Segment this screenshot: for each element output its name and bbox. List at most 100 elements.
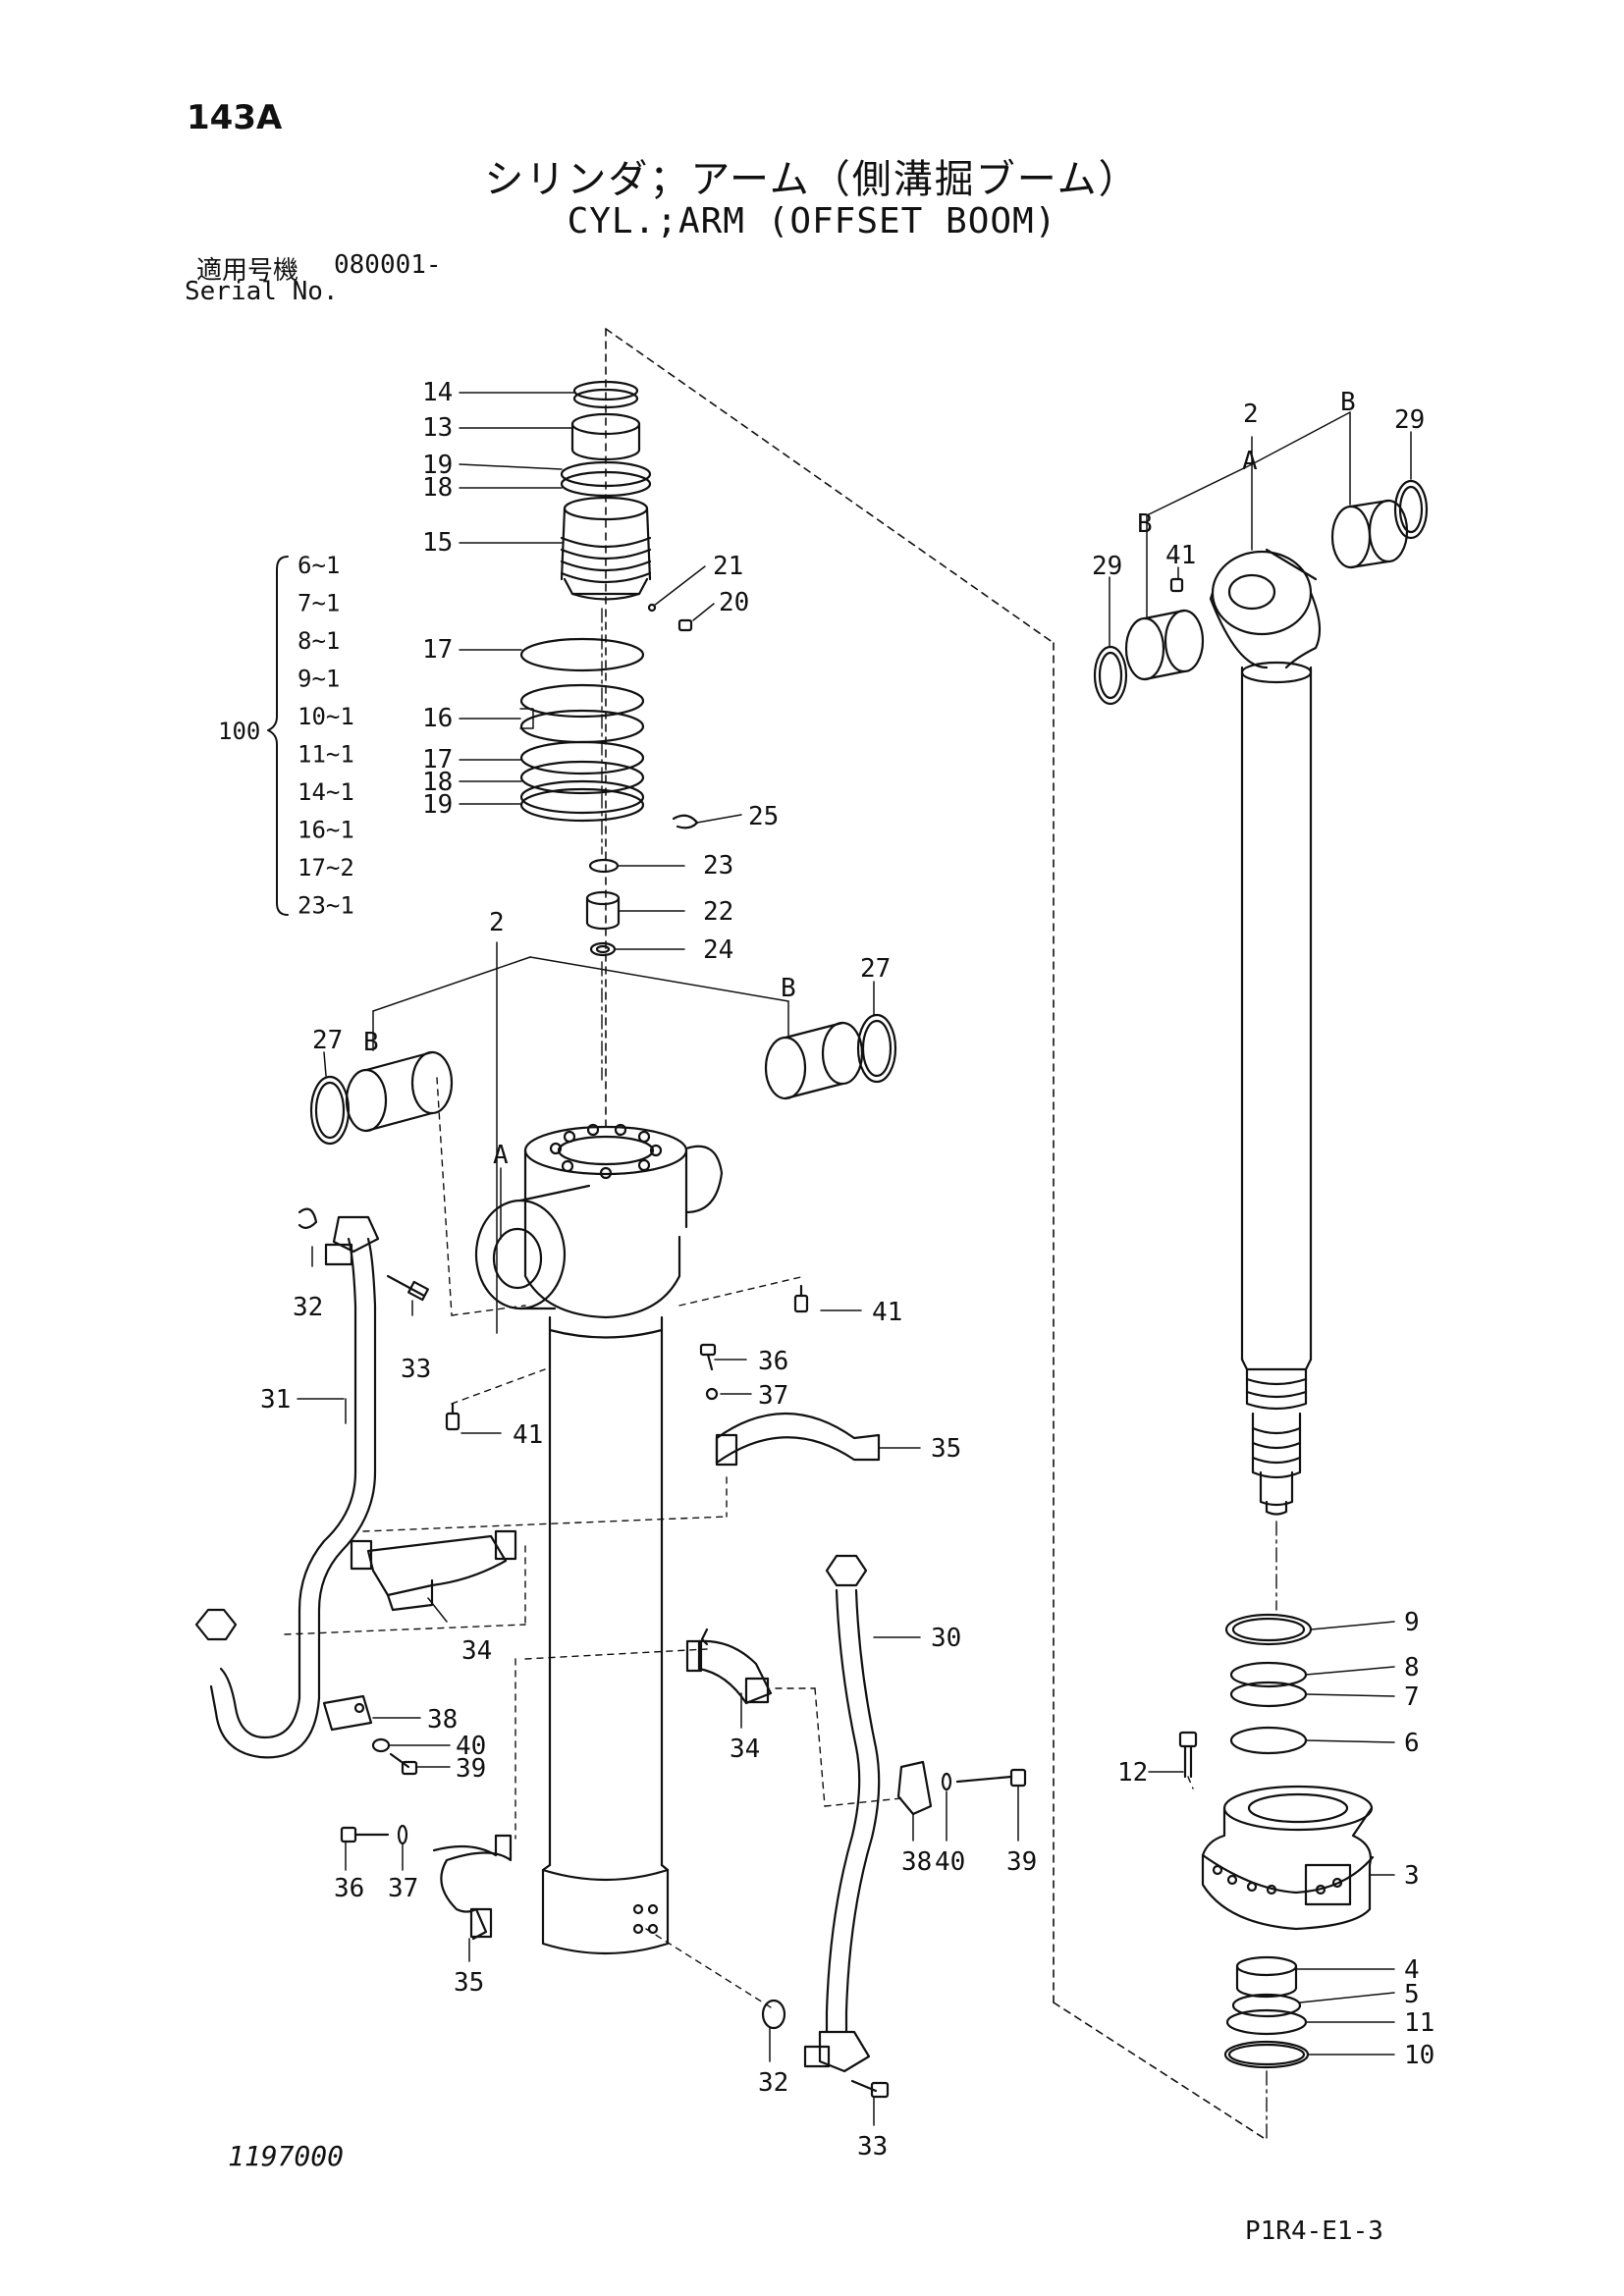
callout-33: 33 (401, 1355, 431, 1384)
rings-5-11-10 (1223, 1993, 1310, 2069)
callout-35: 35 (454, 1968, 484, 1998)
snap-ring-25 (672, 814, 699, 829)
page-number: 143A (187, 98, 283, 137)
ring-32-right (761, 1999, 786, 2030)
callout-4: 4 (1404, 1955, 1420, 1985)
clamp-34-left (350, 1529, 517, 1612)
seal-rings-16 (519, 683, 645, 744)
callout-37: 37 (758, 1381, 788, 1411)
callout-40: 40 (456, 1732, 486, 1761)
callout-19: 19 (422, 451, 453, 480)
callout-30: 30 (931, 1624, 961, 1653)
callout-20: 20 (719, 588, 749, 617)
callout-32: 32 (293, 1293, 323, 1322)
callout-a: A (1242, 447, 1258, 476)
kit-item: 11~1 (298, 741, 354, 769)
callout-17: 17 (422, 745, 453, 774)
callout-32: 32 (758, 2068, 788, 2098)
callout-11: 11 (1404, 2008, 1435, 2038)
rod-ring-29-right (1393, 479, 1429, 540)
figure-code: P1R4-E1-3 (1245, 2216, 1383, 2246)
piston-nut-14 (572, 380, 639, 409)
cylinder-head-3 (1201, 1785, 1375, 1931)
callout-24: 24 (703, 935, 733, 965)
clamp-34-right (685, 1628, 773, 1705)
callout-22: 22 (703, 897, 733, 927)
rings-19-18-top (560, 460, 652, 498)
piston-rod-body (1240, 661, 1313, 1516)
callout-41: 41 (513, 1420, 543, 1450)
callout-12: 12 (1117, 1758, 1148, 1788)
seal-ring-17a (519, 637, 645, 672)
cylinder-tube-body (541, 1315, 670, 1955)
bolt-33-right (850, 2079, 890, 2099)
callout-29: 29 (1394, 405, 1425, 435)
callout-5: 5 (1404, 1980, 1420, 2009)
callout-15: 15 (422, 528, 453, 558)
callout-10: 10 (1404, 2041, 1435, 2070)
callout-18: 18 (422, 473, 453, 503)
grease-fitting-41-right (793, 1284, 809, 1313)
drawing-number: 1197000 (228, 2140, 345, 2172)
callout-21: 21 (713, 552, 743, 581)
bolt-33-left (386, 1274, 429, 1302)
bolt-36-washer-37-lower (340, 1824, 408, 1845)
callout-37: 37 (388, 1874, 418, 1903)
callout-8: 8 (1404, 1653, 1420, 1682)
serial-label-english: Serial No. (185, 277, 339, 306)
pipe-31 (194, 1207, 380, 1759)
connection-lines (284, 1077, 1194, 2008)
callout-3: 3 (1404, 1861, 1420, 1891)
serial-label-japanese: 適用号機 (196, 256, 299, 286)
callout-16: 16 (422, 704, 453, 733)
screw-20-ball-21 (647, 603, 693, 632)
callout-29: 29 (1092, 552, 1122, 581)
callout-35: 35 (931, 1434, 961, 1464)
callout-27: 27 (860, 954, 891, 984)
bolt-39-right (955, 1768, 1027, 1788)
callout-17: 17 (422, 635, 453, 665)
title-english: CYL.;ARM (OFFSET BOOM) (567, 201, 1057, 241)
bolt-12 (1178, 1731, 1198, 1779)
callout-33: 33 (857, 2132, 888, 2162)
clamp-35-top (699, 1343, 881, 1467)
bushing-b-right (764, 1021, 864, 1100)
callout-36: 36 (758, 1347, 788, 1376)
rings-17-18-19-bottom (519, 740, 645, 823)
seal-ring-27-left (309, 1075, 351, 1146)
callout-b: B (1340, 388, 1356, 417)
callout-7: 7 (1404, 1682, 1420, 1712)
callout-b: B (363, 1028, 379, 1057)
kit-items: 6~17~18~19~110~111~114~116~117~223~1 (298, 552, 354, 920)
clip-38-left (322, 1694, 373, 1732)
kit-item: 17~2 (298, 854, 354, 881)
callout-38: 38 (901, 1847, 932, 1877)
title-japanese: シリンダ；アーム（側溝掘ブーム） (484, 157, 1140, 202)
bushing-4 (1235, 1955, 1298, 1999)
callout-39: 39 (456, 1754, 486, 1784)
callout-34: 34 (730, 1735, 760, 1764)
kit-brace (267, 556, 289, 916)
callout-14: 14 (422, 378, 453, 407)
callout-36: 36 (334, 1874, 364, 1903)
callout-b: B (781, 974, 796, 1003)
callout-41: 41 (1165, 541, 1196, 570)
bolt-39-left (389, 1752, 418, 1776)
callout-2: 2 (1243, 400, 1259, 429)
kit-item: 6~1 (298, 552, 340, 579)
kit-item: 9~1 (298, 666, 340, 693)
callout-40: 40 (935, 1847, 965, 1877)
callout-39: 39 (1006, 1847, 1037, 1877)
callout-23: 23 (703, 851, 733, 881)
ring-23 (588, 858, 620, 874)
callout-41: 41 (872, 1298, 902, 1327)
rod-seals-9-8-7-6 (1224, 1613, 1313, 1755)
piston-15 (560, 496, 652, 601)
callout-13: 13 (422, 413, 453, 443)
rod-bushing-b-left (1124, 609, 1205, 681)
serial-number-value: 080001- (334, 250, 442, 280)
clamp-35-lower (432, 1834, 513, 1941)
callout-38: 38 (427, 1705, 458, 1735)
grease-fitting-41-left (445, 1402, 460, 1431)
